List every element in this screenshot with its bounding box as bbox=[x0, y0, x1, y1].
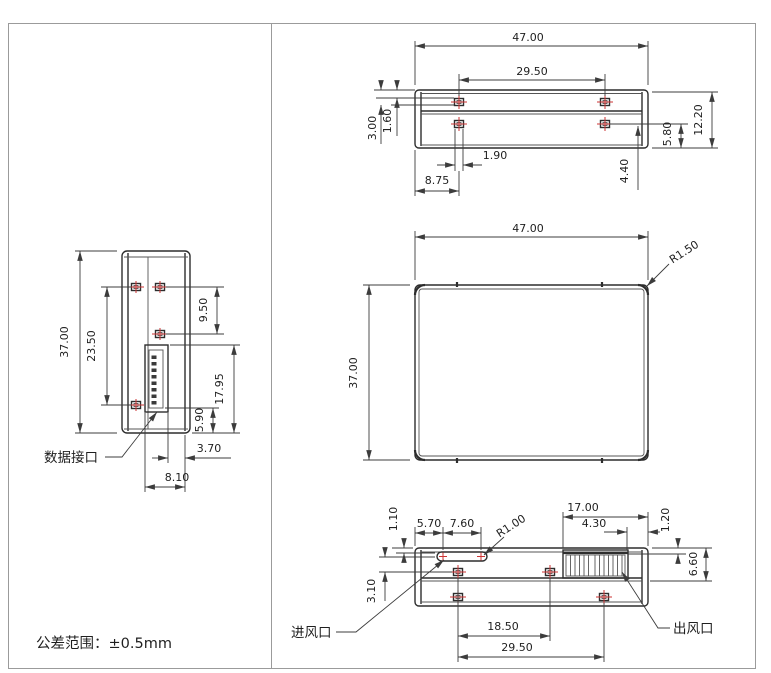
dim-top-pad-span: 29.50 bbox=[516, 65, 548, 78]
dim-top-hole-from-left: 8.75 bbox=[425, 174, 450, 187]
left-view-dimensions: 37.00 23.50 9.50 17.95 5.90 3.70 bbox=[44, 250, 240, 492]
dim-top-hole-to-bottom: 4.40 bbox=[618, 159, 631, 184]
dim-front-corner-radius: R1.50 bbox=[667, 238, 701, 266]
dim-left-pad-gap: 9.50 bbox=[197, 298, 210, 323]
bottom-view-body bbox=[414, 547, 649, 607]
dim-front-width: 47.00 bbox=[512, 222, 544, 235]
front-view: 47.00 37.00 R1.50 bbox=[347, 222, 701, 463]
dim-bottom-hole-span-row1: 18.50 bbox=[487, 620, 519, 633]
label-air-inlet: 进风口 bbox=[291, 625, 332, 641]
dim-top-hole-row2-offset: 3.00 bbox=[366, 116, 379, 141]
label-air-outlet: 出风口 bbox=[673, 621, 714, 637]
dim-top-hole-width: 1.90 bbox=[483, 149, 508, 162]
left-view: 37.00 23.50 9.50 17.95 5.90 3.70 bbox=[44, 250, 240, 492]
air-outlet-grille bbox=[562, 549, 629, 579]
mount-pads-top-view bbox=[451, 95, 613, 131]
dim-bottom-slot-radius: R1.00 bbox=[494, 512, 528, 540]
drawing-border bbox=[8, 23, 756, 669]
dim-left-pad-span: 23.50 bbox=[85, 330, 98, 362]
mount-pads-bottom-view bbox=[450, 565, 612, 604]
dim-front-height: 37.00 bbox=[347, 357, 360, 389]
dim-top-depth: 12.20 bbox=[692, 104, 705, 136]
dim-left-conn-offset: 3.70 bbox=[197, 442, 222, 455]
dim-bottom-vent-span: 17.00 bbox=[567, 501, 599, 514]
top-view: 47.00 29.50 1.60 3.00 12.20 5.80 4.40 bbox=[366, 31, 718, 196]
dim-bottom-vent-margin: 4.30 bbox=[582, 517, 607, 530]
dim-bottom-slot-top-offset: 1.10 bbox=[387, 507, 400, 532]
dim-left-conn-bottom: 5.90 bbox=[193, 408, 206, 433]
top-view-body bbox=[414, 89, 649, 149]
dim-bottom-slot-to-hole: 3.10 bbox=[365, 579, 378, 604]
bottom-view-dimensions: 1.10 3.10 5.70 7.60 R1.00 17.00 4.30 bbox=[291, 501, 714, 662]
front-view-body bbox=[414, 284, 649, 461]
mount-pads-left-view bbox=[128, 281, 168, 411]
dim-top-hole-row1-offset: 1.60 bbox=[381, 109, 394, 134]
dim-bottom-hole-span-row2: 29.50 bbox=[501, 641, 533, 654]
sheet-frame bbox=[8, 23, 756, 669]
dim-top-width: 47.00 bbox=[512, 31, 544, 44]
dim-bottom-slot-length: 7.60 bbox=[450, 517, 475, 530]
dim-top-hole-to-edge: 5.80 bbox=[661, 122, 674, 147]
dim-bottom-vent-top-offset: 1.20 bbox=[659, 508, 672, 533]
dim-left-height: 37.00 bbox=[58, 326, 71, 358]
bottom-view: 1.10 3.10 5.70 7.60 R1.00 17.00 4.30 bbox=[291, 501, 714, 662]
air-inlet-slot bbox=[436, 551, 488, 562]
label-data-port: 数据接口 bbox=[44, 449, 98, 466]
dim-bottom-vent-depth: 6.60 bbox=[687, 552, 700, 577]
top-view-dimensions: 47.00 29.50 1.60 3.00 12.20 5.80 4.40 bbox=[366, 31, 718, 196]
left-view-body bbox=[121, 250, 191, 434]
dim-left-conn-height: 17.95 bbox=[213, 373, 226, 405]
tolerance-note: 公差范围：±0.5mm bbox=[36, 635, 172, 652]
dim-bottom-slot-from-left: 5.70 bbox=[417, 517, 442, 530]
dim-left-conn-width: 8.10 bbox=[165, 471, 190, 484]
